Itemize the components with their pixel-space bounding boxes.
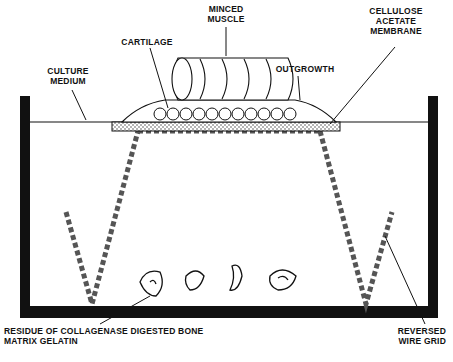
part-label: OUTGROWTH — [270, 64, 340, 74]
part-label: REVERSED WIRE GRID — [380, 326, 446, 346]
leader-lines — [72, 27, 425, 324]
wire-grid — [66, 131, 392, 304]
minced-muscle — [172, 58, 293, 100]
part-label: CARTILAGE — [112, 37, 182, 47]
part-label: RESIDUE OF COLLAGENASE DIGESTED BONE MAT… — [4, 326, 204, 346]
dish-bottom — [20, 306, 438, 318]
membrane — [112, 122, 340, 131]
outgrowth — [122, 100, 336, 122]
cartilage-pieces — [154, 108, 296, 120]
dish-wall — [428, 96, 438, 318]
part-label: CULTURE MEDIUM — [36, 66, 100, 86]
part-label: CELLULOSE ACETATE MEMBRANE — [355, 6, 437, 36]
part-label: MINCED MUSCLE — [196, 4, 256, 24]
bone-residue — [140, 265, 296, 296]
dish-wall — [20, 96, 30, 318]
